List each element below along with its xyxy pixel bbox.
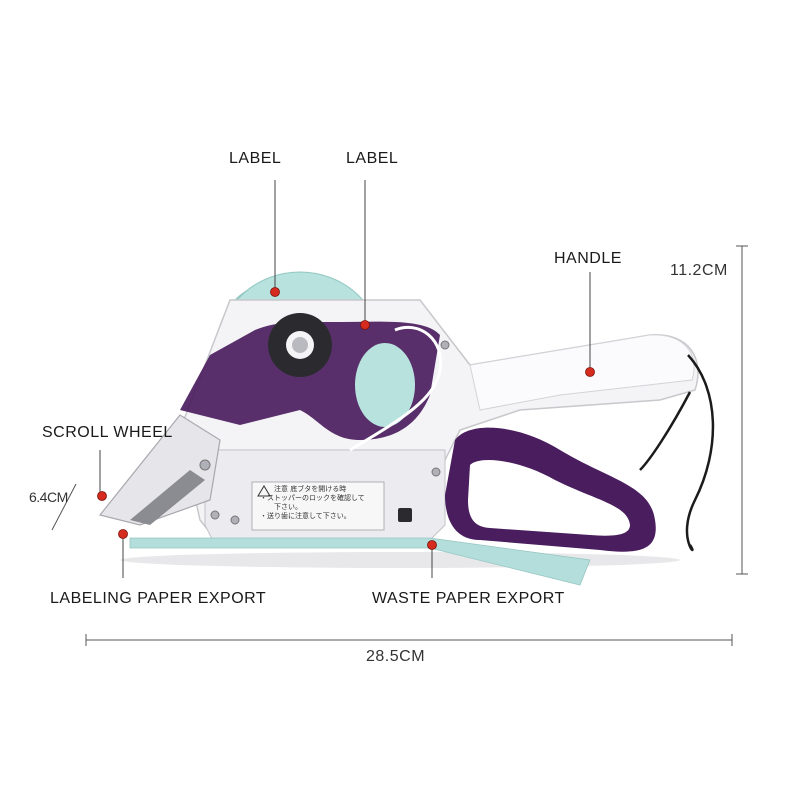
front-nose: [98, 414, 240, 526]
dimension-nose: 6.4CM: [29, 489, 68, 505]
stopper-switch: [398, 508, 412, 522]
screw-top: [440, 340, 450, 350]
marker-scroll-wheel: [97, 491, 107, 501]
marker-label-plate: [360, 320, 370, 330]
warning-line-2: ・ストッパーのロックを確認して: [260, 494, 365, 502]
marker-handle: [585, 367, 595, 377]
warning-line-1: 注意 底ブタを開ける時: [274, 485, 347, 493]
dimension-lines: [51, 245, 748, 646]
marker-label-roll: [270, 287, 280, 297]
warning-plate-graphic: [251, 481, 385, 531]
callout-markers: [97, 287, 595, 550]
shadow: [120, 552, 680, 568]
warning-plate: 注意 底ブタを開ける時 ・ストッパーのロックを確認して 下さい。 ・送り歯に注意…: [260, 485, 382, 521]
marker-labeling-export: [118, 529, 128, 539]
callout-label-right: LABEL: [346, 150, 399, 167]
plate-window: [355, 343, 415, 427]
warning-line-4: ・送り歯に注意して下さい。: [260, 512, 351, 520]
cord: [349, 325, 443, 452]
roll-hub: [268, 313, 332, 377]
callout-scroll-wheel: SCROLL WHEEL: [42, 424, 173, 441]
nose-dimension-line: [51, 483, 77, 531]
dimension-width: 28.5CM: [366, 648, 426, 665]
wrist-strap-2: [639, 391, 692, 471]
grip-opening: [468, 460, 630, 536]
wrist-strap: [685, 354, 715, 552]
callout-waste-paper-export: WASTE PAPER EXPORT: [372, 590, 565, 607]
callout-label-left: LABEL: [229, 150, 282, 167]
callout-labeling-paper-export: LABELING PAPER EXPORT: [50, 590, 267, 607]
marker-waste-export: [427, 540, 437, 550]
callout-lines: [99, 180, 591, 578]
screw: [431, 467, 441, 477]
callout-handle: HANDLE: [554, 250, 622, 267]
dimension-height: 11.2CM: [670, 262, 728, 279]
warning-line-3: 下さい。: [274, 503, 302, 511]
